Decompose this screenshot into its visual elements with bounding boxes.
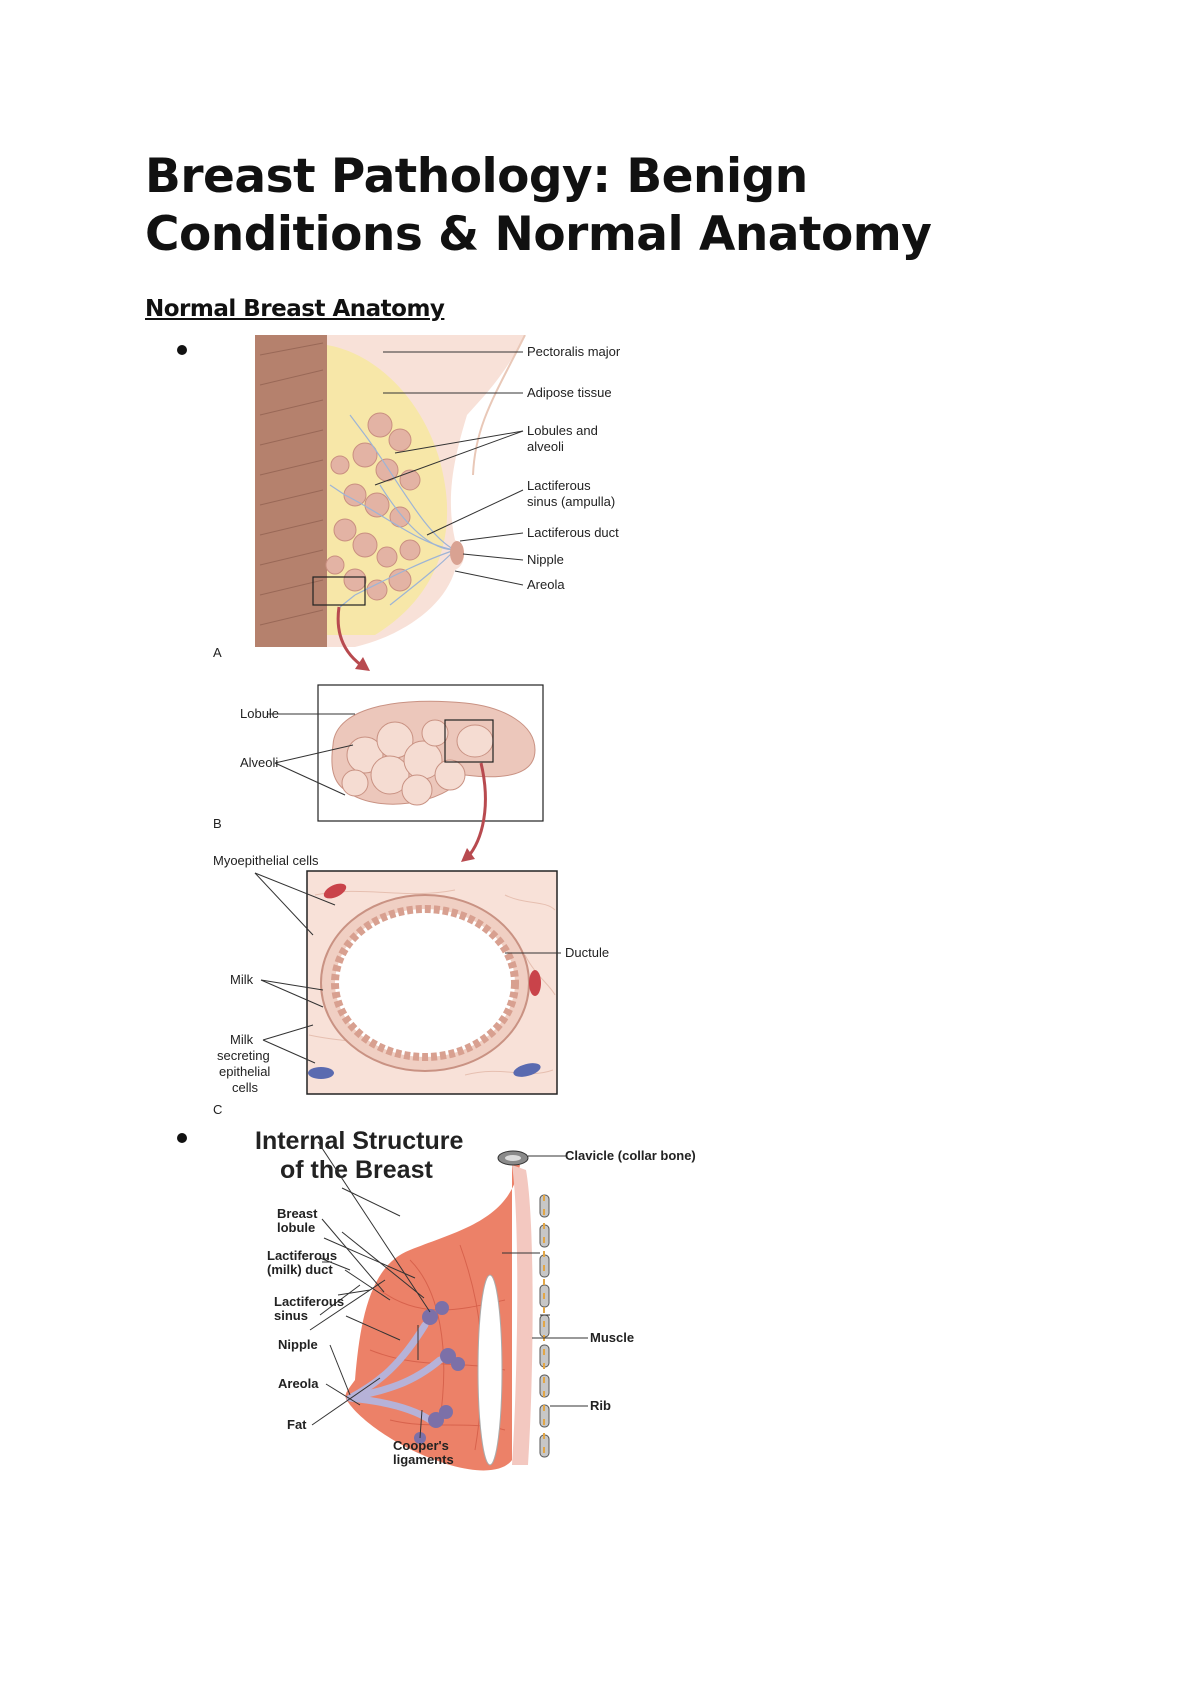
section-heading: Normal Breast Anatomy bbox=[145, 296, 444, 322]
label-nipple: Nipple bbox=[527, 552, 564, 567]
internal-structure-figure: Internal Structure of the Breast bbox=[250, 1120, 720, 1500]
label-fat: Fat bbox=[287, 1417, 307, 1432]
label-sinus-2: sinus (ampulla) bbox=[527, 494, 615, 509]
label-rib: Rib bbox=[590, 1398, 611, 1413]
page-title: Breast Pathology: Benign Conditions & No… bbox=[145, 148, 1145, 264]
label-coopers-1: Cooper's bbox=[393, 1438, 449, 1453]
figure2-title-1: Internal Structure bbox=[255, 1127, 463, 1155]
label-sinus-1: Lactiferous bbox=[274, 1294, 344, 1309]
panel-b-illustration bbox=[318, 685, 543, 821]
label-sinus-1: Lactiferous bbox=[527, 478, 591, 493]
label-areola: Areola bbox=[278, 1376, 319, 1391]
label-secreting-1: Milk bbox=[230, 1032, 254, 1047]
label-areola: Areola bbox=[527, 577, 565, 592]
label-muscle: Muscle bbox=[590, 1330, 634, 1345]
label-sinus-2: sinus bbox=[274, 1308, 308, 1323]
label-nipple: Nipple bbox=[278, 1337, 318, 1352]
bullet-1 bbox=[177, 345, 187, 355]
label-milk-duct-2: (milk) duct bbox=[267, 1262, 333, 1277]
pectoralis-muscle bbox=[255, 335, 327, 647]
panel-a-illustration bbox=[255, 335, 525, 647]
label-clavicle: Clavicle (collar bone) bbox=[565, 1148, 696, 1163]
label-ductule: Ductule bbox=[565, 945, 609, 960]
title-line-1: Breast Pathology: Benign bbox=[145, 149, 808, 204]
label-alveoli: Alveoli bbox=[240, 755, 278, 770]
label-breast-lobule-2: lobule bbox=[277, 1220, 315, 1235]
bullet-2 bbox=[177, 1133, 187, 1143]
label-milk: Milk bbox=[230, 972, 254, 987]
figure2-illustration bbox=[346, 1151, 549, 1470]
label-coopers-2: ligaments bbox=[393, 1452, 454, 1467]
panel-a-letter: A bbox=[213, 645, 222, 660]
label-lactiferous-duct: Lactiferous duct bbox=[527, 525, 619, 540]
label-secreting-3: epithelial bbox=[219, 1064, 270, 1079]
panel-c-illustration bbox=[307, 871, 557, 1094]
label-pectoralis-major: Pectoralis major bbox=[527, 344, 621, 359]
label-lobules-1: Lobules and bbox=[527, 423, 598, 438]
panel-c-letter: C bbox=[213, 1102, 222, 1115]
label-secreting-2: secreting bbox=[217, 1048, 270, 1063]
label-lobule: Lobule bbox=[240, 706, 279, 721]
label-lobules-2: alveoli bbox=[527, 439, 564, 454]
label-secreting-4: cells bbox=[232, 1080, 259, 1095]
title-line-2: Conditions & Normal Anatomy bbox=[145, 207, 931, 262]
panel-b-letter: B bbox=[213, 816, 222, 831]
panel-b-labels: Lobule Alveoli B bbox=[213, 706, 279, 831]
figure2-title-2: of the Breast bbox=[280, 1156, 433, 1184]
label-milk-duct-1: Lactiferous bbox=[267, 1248, 337, 1263]
label-breast-lobule-1: Breast bbox=[277, 1206, 318, 1221]
label-myoepithelial-cells: Myoepithelial cells bbox=[213, 853, 319, 868]
label-adipose-tissue: Adipose tissue bbox=[527, 385, 612, 400]
breast-anatomy-figure: Pectoralis major Adipose tissue Lobules … bbox=[205, 335, 665, 1115]
